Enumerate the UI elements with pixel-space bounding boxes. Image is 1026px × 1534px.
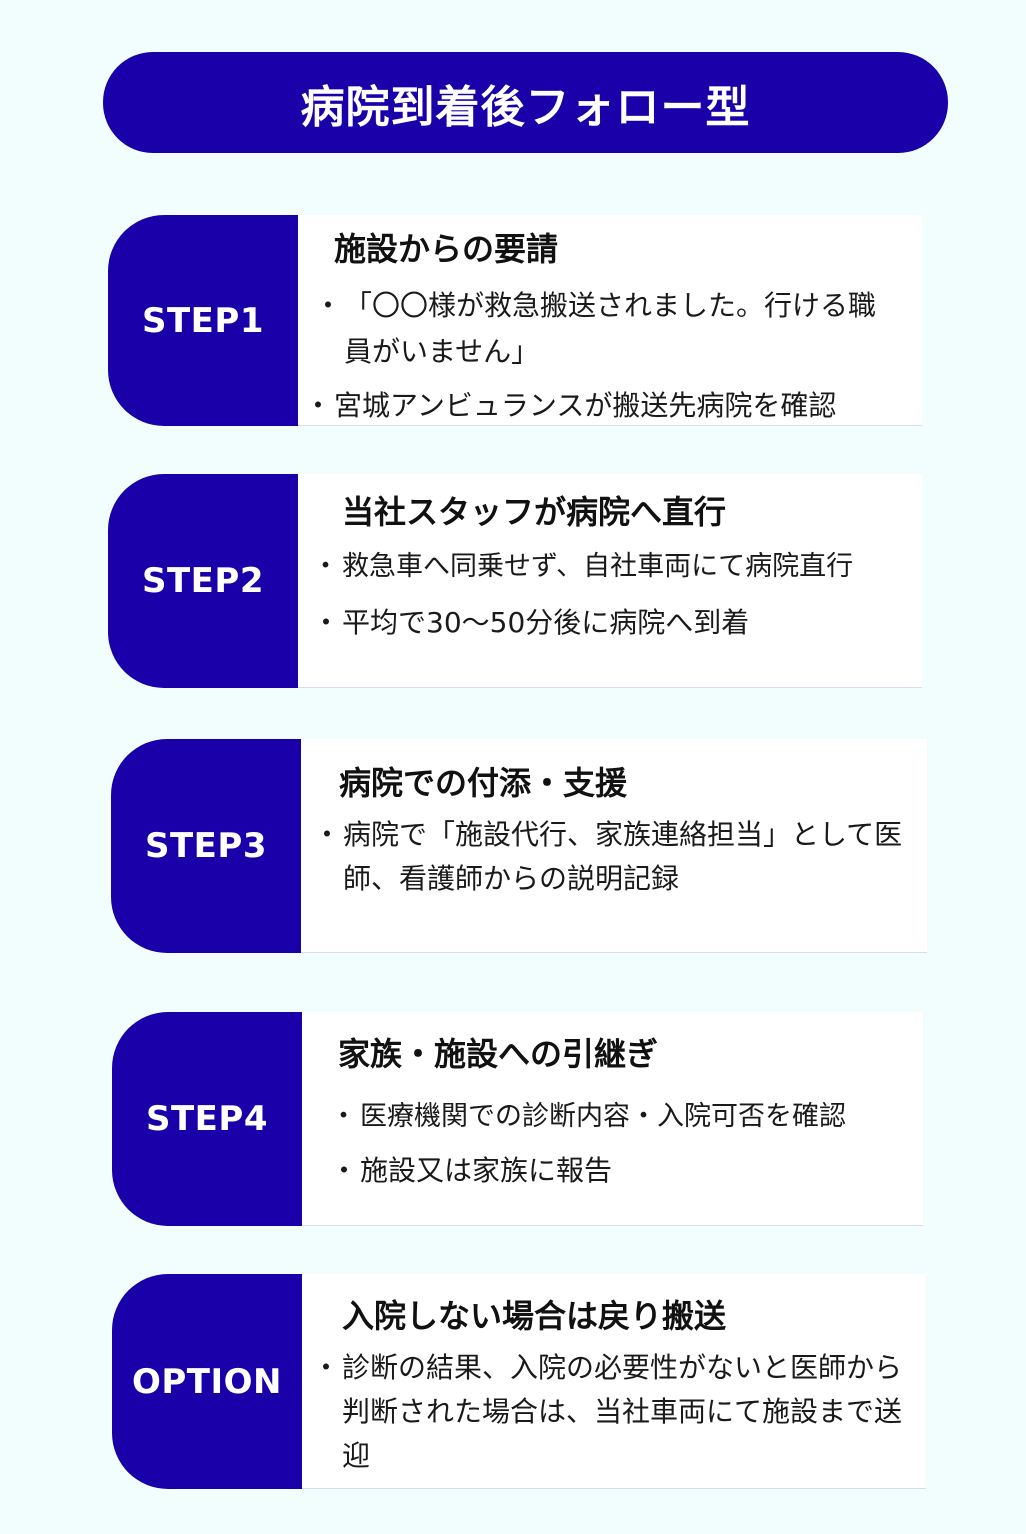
step-body: 家族・施設への引継ぎ 医療機関での診断内容・入院可否を確認 施設又は家族に報告 (302, 1012, 923, 1226)
step-label: STEP4 (112, 1012, 302, 1226)
step-card-1: STEP1 施設からの要請 「〇〇様が救急搬送されました。行ける職員がいません」… (108, 215, 922, 427)
step-card-4: STEP4 家族・施設への引継ぎ 医療機関での診断内容・入院可否を確認 施設又は… (112, 1012, 923, 1226)
step-body: 当社スタッフが病院へ直行 救急車へ同乗せず、自社車両にて病院直行 平均で30〜5… (298, 474, 922, 688)
step-label: STEP1 (108, 215, 298, 426)
option-card: OPTION 入院しない場合は戻り搬送 診断の結果、入院の必要性がないと医師から… (112, 1274, 926, 1489)
step-body: 入院しない場合は戻り搬送 診断の結果、入院の必要性がないと医師から判断された場合… (302, 1274, 926, 1489)
step-heading: 家族・施設への引継ぎ (338, 1035, 659, 1073)
bullet-item: 診断の結果、入院の必要性がないと医師から判断された場合は、当社車両にて施設まで送… (312, 1346, 920, 1478)
step-heading: 入院しない場合は戻り搬送 (342, 1297, 727, 1335)
bullet-item: 施設又は家族に報告 (330, 1150, 917, 1192)
bullet-item: 宮城アンビュランスが搬送先病院を確認 (304, 385, 912, 427)
step-card-3: STEP3 病院での付添・支援 病院で「施設代行、家族連絡担当」として医師、看護… (111, 739, 927, 953)
option-label: OPTION (112, 1274, 302, 1489)
step-heading: 施設からの要請 (334, 230, 559, 268)
step-heading: 当社スタッフが病院へ直行 (342, 493, 727, 531)
bullet-list: 「〇〇様が救急搬送されました。行ける職員がいません」 宮城アンビュランスが搬送先… (304, 283, 892, 427)
bullet-list: 医療機関での診断内容・入院可否を確認 施設又は家族に報告 (330, 1096, 917, 1192)
page-title: 病院到着後フォロー型 (103, 52, 948, 153)
step-body: 施設からの要請 「〇〇様が救急搬送されました。行ける職員がいません」 宮城アンビ… (298, 215, 922, 427)
bullet-list: 病院で「施設代行、家族連絡担当」として医師、看護師からの説明記録 (313, 813, 921, 901)
bullet-item: 「〇〇様が救急搬送されました。行ける職員がいません」 (314, 283, 892, 375)
step-label: STEP3 (111, 739, 301, 953)
bullet-item: 救急車へ同乗せず、自社車両にて病院直行 (312, 546, 916, 588)
step-heading: 病院での付添・支援 (339, 764, 628, 802)
step-label: STEP2 (108, 474, 298, 688)
bullet-list: 診断の結果、入院の必要性がないと医師から判断された場合は、当社車両にて施設まで送… (312, 1346, 920, 1478)
step-card-2: STEP2 当社スタッフが病院へ直行 救急車へ同乗せず、自社車両にて病院直行 平… (108, 474, 922, 688)
bullet-list: 救急車へ同乗せず、自社車両にて病院直行 平均で30〜50分後に病院へ到着 (312, 546, 916, 644)
bullet-item: 病院で「施設代行、家族連絡担当」として医師、看護師からの説明記録 (313, 813, 921, 901)
step-body: 病院での付添・支援 病院で「施設代行、家族連絡担当」として医師、看護師からの説明… (301, 739, 927, 953)
bullet-item: 平均で30〜50分後に病院へ到着 (312, 602, 916, 644)
bullet-item: 医療機関での診断内容・入院可否を確認 (330, 1096, 917, 1138)
